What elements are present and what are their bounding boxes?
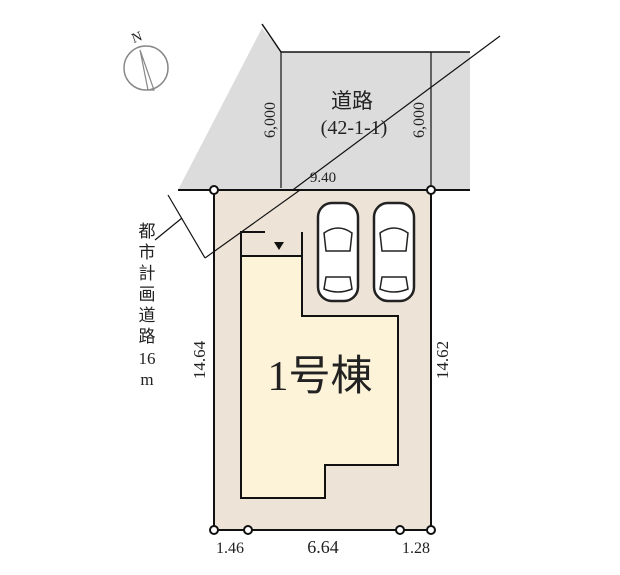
bottom-seg-3: 1.28 xyxy=(402,540,430,557)
road-type: (42-1-1) xyxy=(321,117,388,139)
lot-right-length: 14.62 xyxy=(433,341,452,379)
building-label: 1号棟 xyxy=(267,354,372,400)
left-road-width: 16 xyxy=(139,349,156,368)
bottom-seg-2: 6.64 xyxy=(307,537,339,557)
car-icon xyxy=(316,201,360,303)
bottom-seg-1: 1.46 xyxy=(216,540,244,557)
frontage-length: 9.40 xyxy=(310,170,336,186)
road-width-right: 6,000 xyxy=(411,102,428,138)
lot-left-length: 14.64 xyxy=(190,340,209,379)
north-arrow-icon: N xyxy=(123,29,169,91)
road-name: 道路 xyxy=(331,89,373,113)
left-road-char: 計 xyxy=(139,264,156,283)
left-road-unit: m xyxy=(140,370,153,389)
left-road-label: 都 市 計 画 道 路 16 m xyxy=(139,222,156,389)
entrance-triangle-icon xyxy=(274,242,284,250)
left-road-char: 市 xyxy=(139,243,156,262)
road-width-left: 6,000 xyxy=(262,102,279,138)
left-road-char: 都 xyxy=(139,222,156,241)
left-road-char: 画 xyxy=(139,285,156,304)
left-road-char: 路 xyxy=(139,327,156,346)
compass-label: N xyxy=(130,29,145,47)
left-road-char: 道 xyxy=(139,306,156,325)
building xyxy=(240,231,399,499)
car-icon xyxy=(372,201,416,303)
